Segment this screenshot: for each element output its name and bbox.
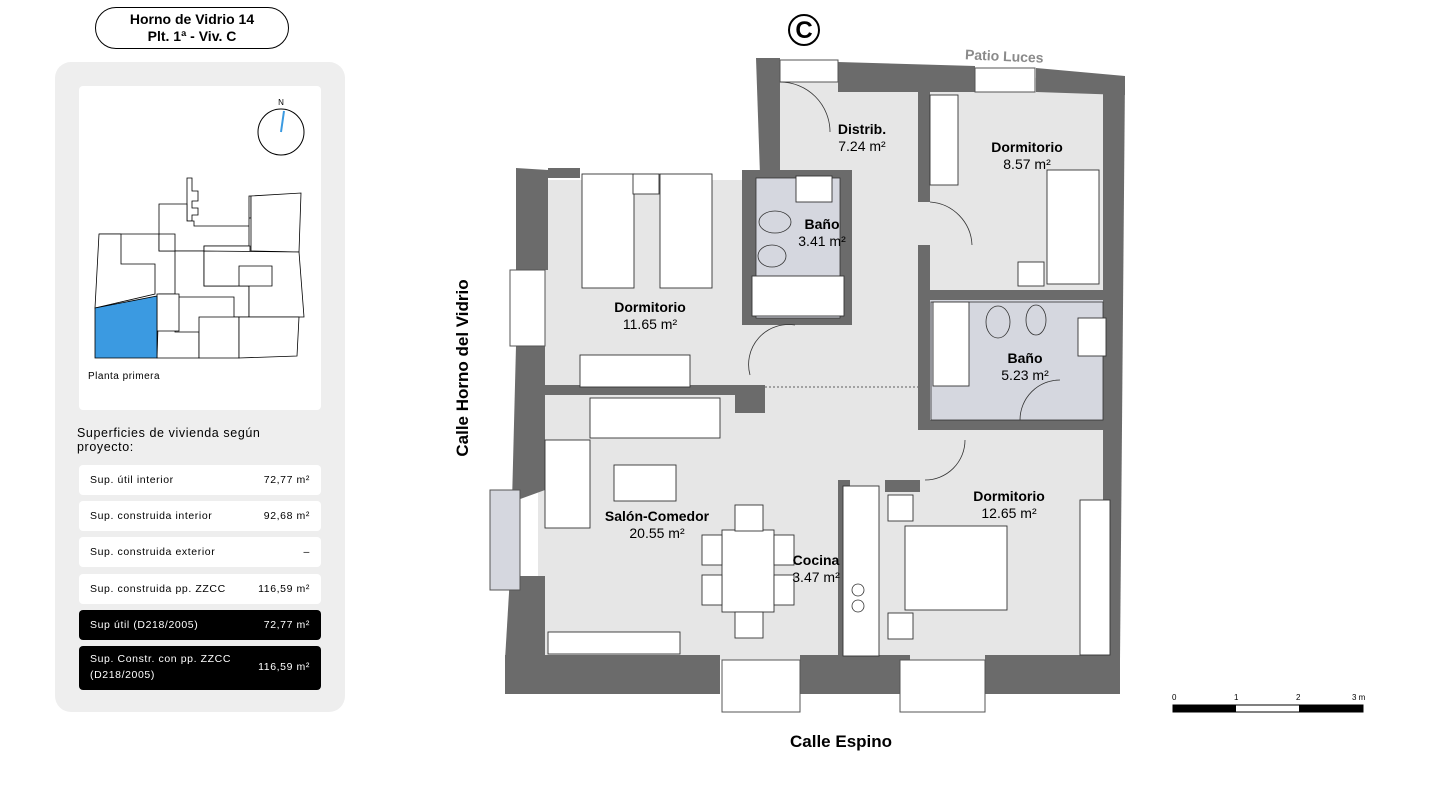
key-plan-drawing: N <box>94 98 305 359</box>
surfaces-heading: Superficies de vivienda según proyecto: <box>77 426 261 454</box>
room-name: Dormitorio <box>991 139 1063 155</box>
property-title-box: Horno de Vidrio 14 Plt. 1ª - Viv. C <box>95 7 289 49</box>
surface-row: Sup. construida interior 92,68 m² <box>79 501 321 531</box>
room-area: 11.65 m² <box>622 316 678 332</box>
room-name: Distrib. <box>837 121 887 137</box>
surface-label: Sup. Constr. con pp. ZZCC (D218/2005) <box>90 653 232 681</box>
room-label: Salón-Comedor 20.55 m² <box>605 508 709 542</box>
property-unit: Plt. 1ª - Viv. C <box>147 28 237 44</box>
room-label: Dormitorio 8.57 m² <box>991 139 1063 173</box>
room-area: 3.41 m² <box>798 233 846 249</box>
room-label: Distrib. 7.24 m² <box>838 121 886 155</box>
surface-row-highlight: Sup. Constr. con pp. ZZCC (D218/2005) 11… <box>79 646 321 690</box>
floor-label: Planta primera <box>88 371 161 382</box>
surface-label: Sup. construida exterior <box>90 546 216 558</box>
surface-label: Sup. construida pp. ZZCC <box>90 583 226 595</box>
surface-value: 116,59 m² <box>258 661 310 673</box>
scale-tick: 2 <box>1296 693 1301 702</box>
floor-plan <box>489 58 1125 713</box>
room-name: Cocina <box>792 552 840 568</box>
surface-label: Sup. útil interior <box>90 474 174 486</box>
surface-row: Sup. útil interior 72,77 m² <box>79 465 321 495</box>
room-name: Salón-Comedor <box>604 508 710 524</box>
unit-marker: C <box>788 14 820 46</box>
surface-value: – <box>303 546 310 558</box>
key-plan: N Planta primera <box>79 86 321 410</box>
room-name: Baño <box>1007 350 1043 366</box>
surface-value: 72,77 m² <box>263 619 310 631</box>
scale-tick: 0 <box>1172 693 1177 702</box>
surface-value: 72,77 m² <box>263 474 310 486</box>
room-label: Baño 3.41 m² <box>798 216 845 250</box>
unit-highlight <box>94 295 158 359</box>
surface-label: Sup útil (D218/2005) <box>90 619 199 631</box>
surface-value: 92,68 m² <box>263 510 310 522</box>
room-label: Dormitorio 11.65 m² <box>614 299 686 333</box>
room-area: 20.55 m² <box>629 525 685 541</box>
patio-label: Patio Luces <box>964 46 1044 66</box>
scale-tick: 3 m <box>1352 693 1366 702</box>
scale-tick: 1 <box>1234 693 1239 702</box>
scale-bar: 0 1 2 3 m <box>1170 693 1370 723</box>
scale-graphic <box>1172 704 1364 713</box>
surface-row: Sup. construida pp. ZZCC 116,59 m² <box>79 574 321 604</box>
room-name: Dormitorio <box>973 488 1045 504</box>
room-label: Cocina 3.47 m² <box>792 552 839 586</box>
street-label-left: Calle Horno del Vidrio <box>453 279 472 457</box>
surface-label: Sup. construida interior <box>90 510 213 522</box>
street-label-bottom: Calle Espino <box>790 732 893 751</box>
north-label: N <box>278 98 284 107</box>
room-area: 3.47 m² <box>792 569 840 585</box>
room-label: Baño 5.23 m² <box>1001 350 1048 384</box>
north-arrow-icon <box>280 110 285 133</box>
surface-row-highlight: Sup útil (D218/2005) 72,77 m² <box>79 610 321 640</box>
surface-row: Sup. construida exterior – <box>79 537 321 567</box>
room-area: 12.65 m² <box>981 505 1037 521</box>
room-area: 8.57 m² <box>1003 156 1051 172</box>
room-label: Dormitorio 12.65 m² <box>973 488 1045 522</box>
surface-value: 116,59 m² <box>258 583 310 595</box>
room-name: Dormitorio <box>614 299 686 315</box>
room-name: Baño <box>804 216 840 232</box>
room-area: 7.24 m² <box>838 138 886 154</box>
property-address: Horno de Vidrio 14 <box>129 11 255 27</box>
room-area: 5.23 m² <box>1001 367 1049 383</box>
